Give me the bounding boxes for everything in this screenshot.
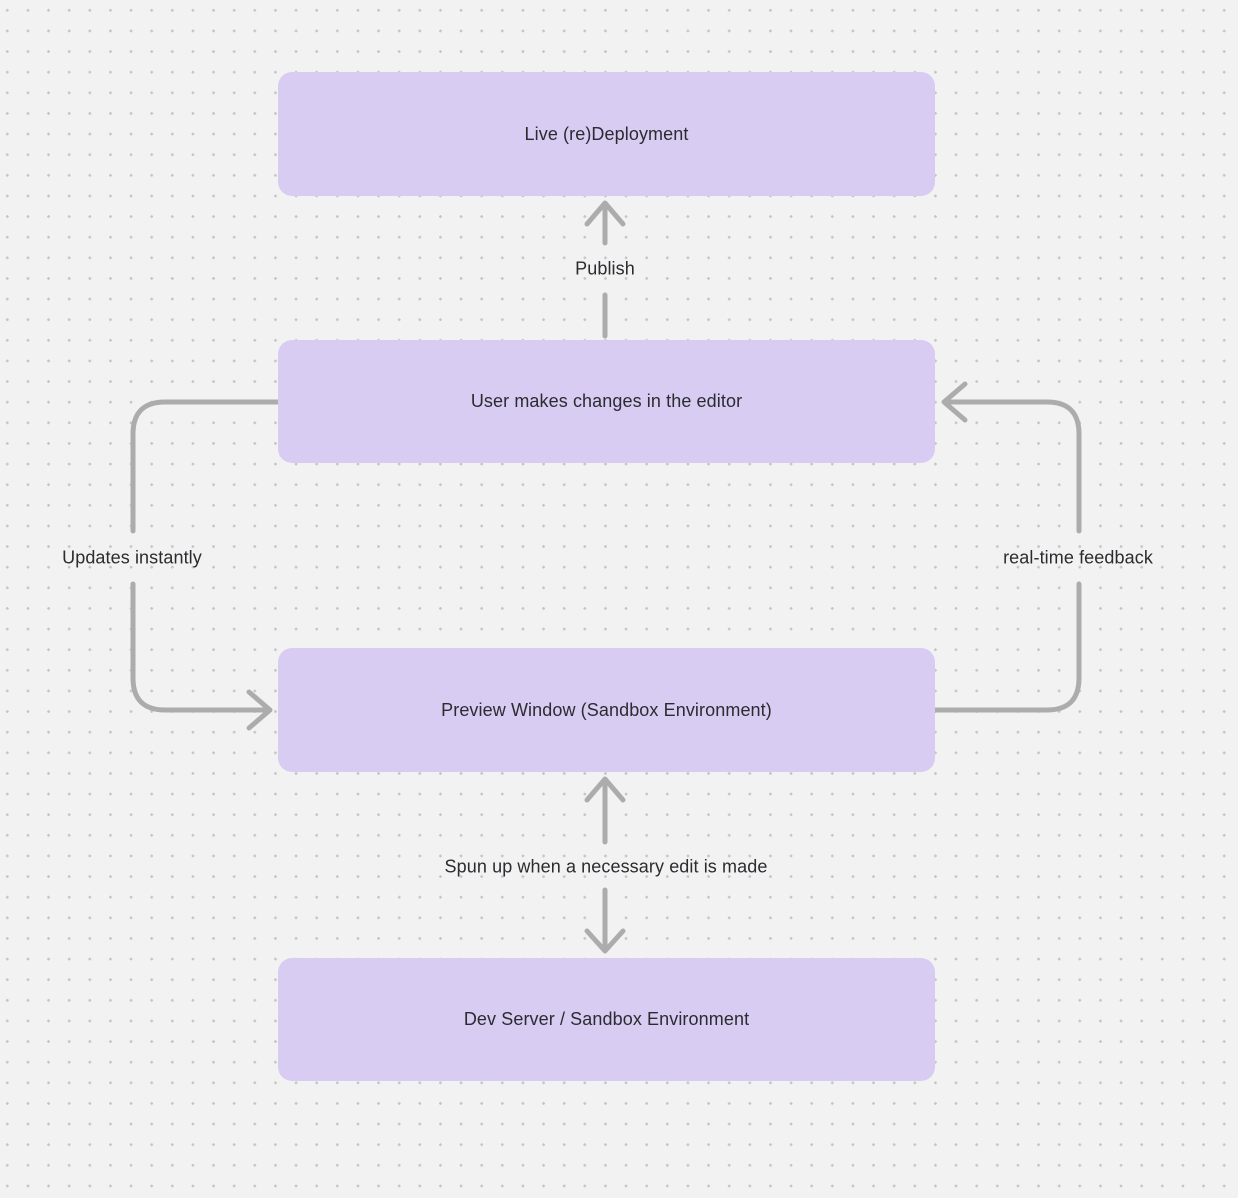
node-preview-window[interactable]: Preview Window (Sandbox Environment)	[278, 648, 935, 772]
node-label: Dev Server / Sandbox Environment	[463, 1009, 750, 1029]
arrow-up-icon	[584, 200, 626, 227]
publish-arrow[interactable]	[584, 200, 626, 339]
node-label: User makes changes in the editor	[470, 391, 743, 411]
real-time-feedback-connector[interactable]	[932, 381, 1082, 713]
arrow-left-icon	[941, 381, 968, 423]
edge-label-real-time-feedback: real-time feedback	[1003, 547, 1153, 568]
node-dev-server[interactable]: Dev Server / Sandbox Environment	[278, 958, 935, 1081]
node-user-changes[interactable]: User makes changes in the editor	[278, 340, 935, 463]
node-label: Live (re)Deployment	[524, 123, 689, 144]
arrow-down-icon	[584, 928, 626, 954]
node-label: Preview Window (Sandbox Environment)	[441, 699, 772, 720]
arrow-up-icon	[584, 776, 626, 803]
node-live-deployment[interactable]: Live (re)Deployment	[278, 72, 935, 196]
edge-label-updates-instantly: Updates instantly	[62, 547, 202, 568]
edge-label-publish: Publish	[575, 258, 635, 279]
spun-up-connector[interactable]	[584, 776, 626, 954]
updates-instantly-connector[interactable]	[130, 399, 281, 731]
arrow-right-icon	[246, 689, 273, 731]
edge-label-spun-up: Spun up when a necessary edit is made	[444, 856, 768, 877]
